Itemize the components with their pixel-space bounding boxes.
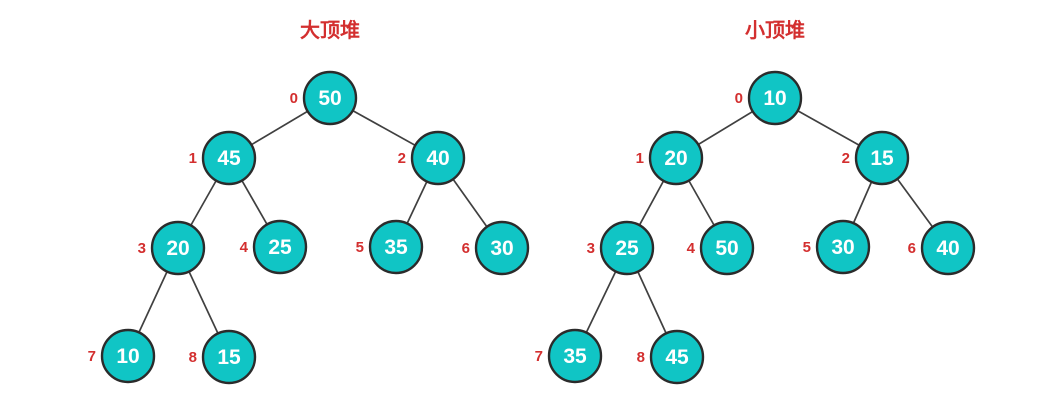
max-heap-node-8: 8 15 (189, 329, 257, 385)
max-heap-tree: 大顶堆 0 50 1 45 2 40 3 20 4 25 5 35 6 30 7 10 8 15 (88, 18, 530, 385)
node-index-label: 2 (842, 150, 850, 167)
node-value-label: 10 (116, 345, 139, 368)
node-index-label: 0 (290, 90, 298, 107)
node-index-label: 5 (803, 239, 811, 256)
node-value-label: 40 (936, 237, 959, 260)
node-index-label: 1 (189, 150, 197, 167)
node-value-label: 45 (217, 147, 241, 170)
node-circle (649, 329, 705, 385)
node-circle (201, 130, 257, 186)
min-heap-node-1: 1 20 (636, 130, 704, 186)
node-value-label: 20 (664, 147, 687, 170)
node-index-label: 8 (189, 349, 197, 366)
node-circle (815, 219, 871, 275)
node-circle (920, 220, 976, 276)
max-heap-node-5: 5 35 (356, 219, 424, 275)
max-heap-node-3: 3 20 (138, 220, 206, 276)
node-value-label: 40 (426, 147, 449, 170)
max-heap-node-1: 1 45 (189, 130, 257, 186)
node-circle (599, 220, 655, 276)
node-circle (854, 130, 910, 186)
min-heap-node-0: 0 10 (735, 70, 803, 126)
min-heap-tree: 小顶堆 0 10 1 20 2 15 3 25 4 50 5 30 6 40 7 35 8 45 (535, 18, 976, 385)
node-value-label: 50 (318, 87, 341, 110)
node-value-label: 15 (870, 147, 894, 170)
node-circle (474, 220, 530, 276)
min-heap-node-8: 8 45 (637, 329, 705, 385)
min-heap-node-3: 3 25 (587, 220, 655, 276)
node-value-label: 45 (665, 346, 689, 369)
max-heap-node-0: 0 50 (290, 70, 358, 126)
min-heap-node-2: 2 15 (842, 130, 910, 186)
node-value-label: 25 (615, 237, 639, 260)
node-index-label: 8 (637, 349, 645, 366)
max-heap-title: 大顶堆 (300, 18, 360, 42)
node-index-label: 7 (535, 348, 543, 365)
node-value-label: 20 (166, 237, 189, 260)
node-index-label: 2 (398, 150, 406, 167)
node-value-label: 35 (384, 236, 408, 259)
node-circle (410, 130, 466, 186)
node-circle (547, 328, 603, 384)
node-circle (302, 70, 358, 126)
node-index-label: 6 (462, 240, 470, 257)
max-heap-node-2: 2 40 (398, 130, 466, 186)
node-index-label: 0 (735, 90, 743, 107)
node-circle (201, 329, 257, 385)
node-value-label: 15 (217, 346, 241, 369)
node-value-label: 30 (490, 237, 513, 260)
node-circle (699, 220, 755, 276)
node-index-label: 4 (687, 240, 696, 257)
min-heap-node-4: 4 50 (687, 220, 755, 276)
node-circle (150, 220, 206, 276)
node-value-label: 35 (563, 345, 587, 368)
min-heap-node-5: 5 30 (803, 219, 871, 275)
node-circle (747, 70, 803, 126)
node-value-label: 30 (831, 236, 854, 259)
node-circle (100, 328, 156, 384)
node-index-label: 3 (138, 240, 146, 257)
node-circle (368, 219, 424, 275)
min-heap-title: 小顶堆 (745, 18, 805, 42)
node-circle (648, 130, 704, 186)
max-heap-node-4: 4 25 (240, 219, 308, 275)
node-index-label: 1 (636, 150, 644, 167)
node-value-label: 25 (268, 236, 292, 259)
node-index-label: 6 (908, 240, 916, 257)
node-index-label: 5 (356, 239, 364, 256)
node-value-label: 10 (763, 87, 786, 110)
max-heap-node-7: 7 10 (88, 328, 156, 384)
node-index-label: 3 (587, 240, 595, 257)
node-index-label: 7 (88, 348, 96, 365)
min-heap-node-7: 7 35 (535, 328, 603, 384)
node-circle (252, 219, 308, 275)
min-heap-node-6: 6 40 (908, 220, 976, 276)
max-heap-node-6: 6 30 (462, 220, 530, 276)
node-value-label: 50 (715, 237, 738, 260)
node-index-label: 4 (240, 239, 249, 256)
